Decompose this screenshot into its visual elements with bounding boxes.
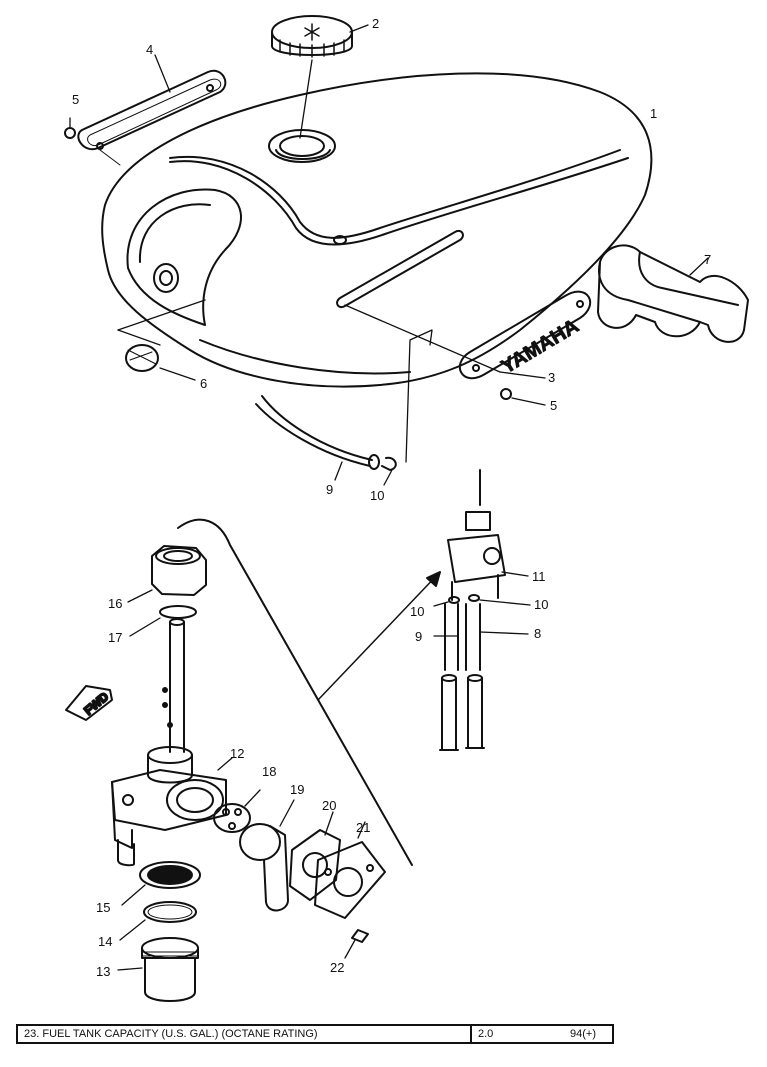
callout-6: 6 [200,376,207,391]
gasket-20 [289,829,341,901]
emblem-text: YAMAHA [498,315,583,378]
callout-10-top: 10 [370,488,384,503]
nut [151,545,207,596]
sediment-cup [141,937,199,1002]
callout-18: 18 [262,764,276,779]
callout-20: 20 [322,798,336,813]
fuel-hose-top [255,395,397,471]
gasket-18 [213,803,251,833]
callout-16: 16 [108,596,122,611]
callout-10-right: 10 [534,597,548,612]
petcock-assembly [433,469,531,751]
octane-rating-value: 94(+) [570,1028,596,1040]
screw-top-left [64,117,76,139]
lever [239,823,289,912]
fuel-cap [271,15,353,58]
fwd-label: FWD [81,689,111,718]
plate [314,841,386,919]
callout-5-top: 5 [72,92,79,107]
callout-11: 11 [532,569,546,584]
callout-21: 21 [356,820,370,835]
callout-19: 19 [290,782,304,797]
fwd-arrow: FWD [65,685,113,721]
callout-9-top: 9 [326,482,333,497]
callout-8: 8 [534,626,541,641]
callout-12: 12 [230,746,244,761]
petcock-body [111,746,227,867]
callout-7: 7 [704,252,711,267]
callout-2: 2 [372,16,379,31]
screw-emblem [500,388,546,406]
callout-22: 22 [330,960,344,975]
fuel-capacity-label: 23. FUEL TANK CAPACITY (U.S. GAL.) (OCTA… [18,1026,472,1042]
callout-13: 13 [96,964,110,979]
callout-14: 14 [98,934,112,949]
yamaha-emblem: YAMAHA [458,290,592,380]
callout-3: 3 [548,370,555,385]
callout-10-left: 10 [410,604,424,619]
fuel-tank [101,72,653,388]
screw-22 [344,929,369,959]
callout-4: 4 [146,42,153,57]
callout-1: 1 [650,106,657,121]
callout-5-lower: 5 [550,398,557,413]
rubber-mount [597,244,749,343]
fuel-capacity-table-row: 23. FUEL TANK CAPACITY (U.S. GAL.) (OCTA… [16,1024,614,1044]
filter-screen [139,861,201,889]
callout-9-right: 9 [415,629,422,644]
callout-15: 15 [96,900,110,915]
emblem-plate-top [77,69,227,151]
callout-17: 17 [108,630,122,645]
grommet [125,344,159,372]
fuel-capacity-value: 2.0 [478,1028,494,1040]
